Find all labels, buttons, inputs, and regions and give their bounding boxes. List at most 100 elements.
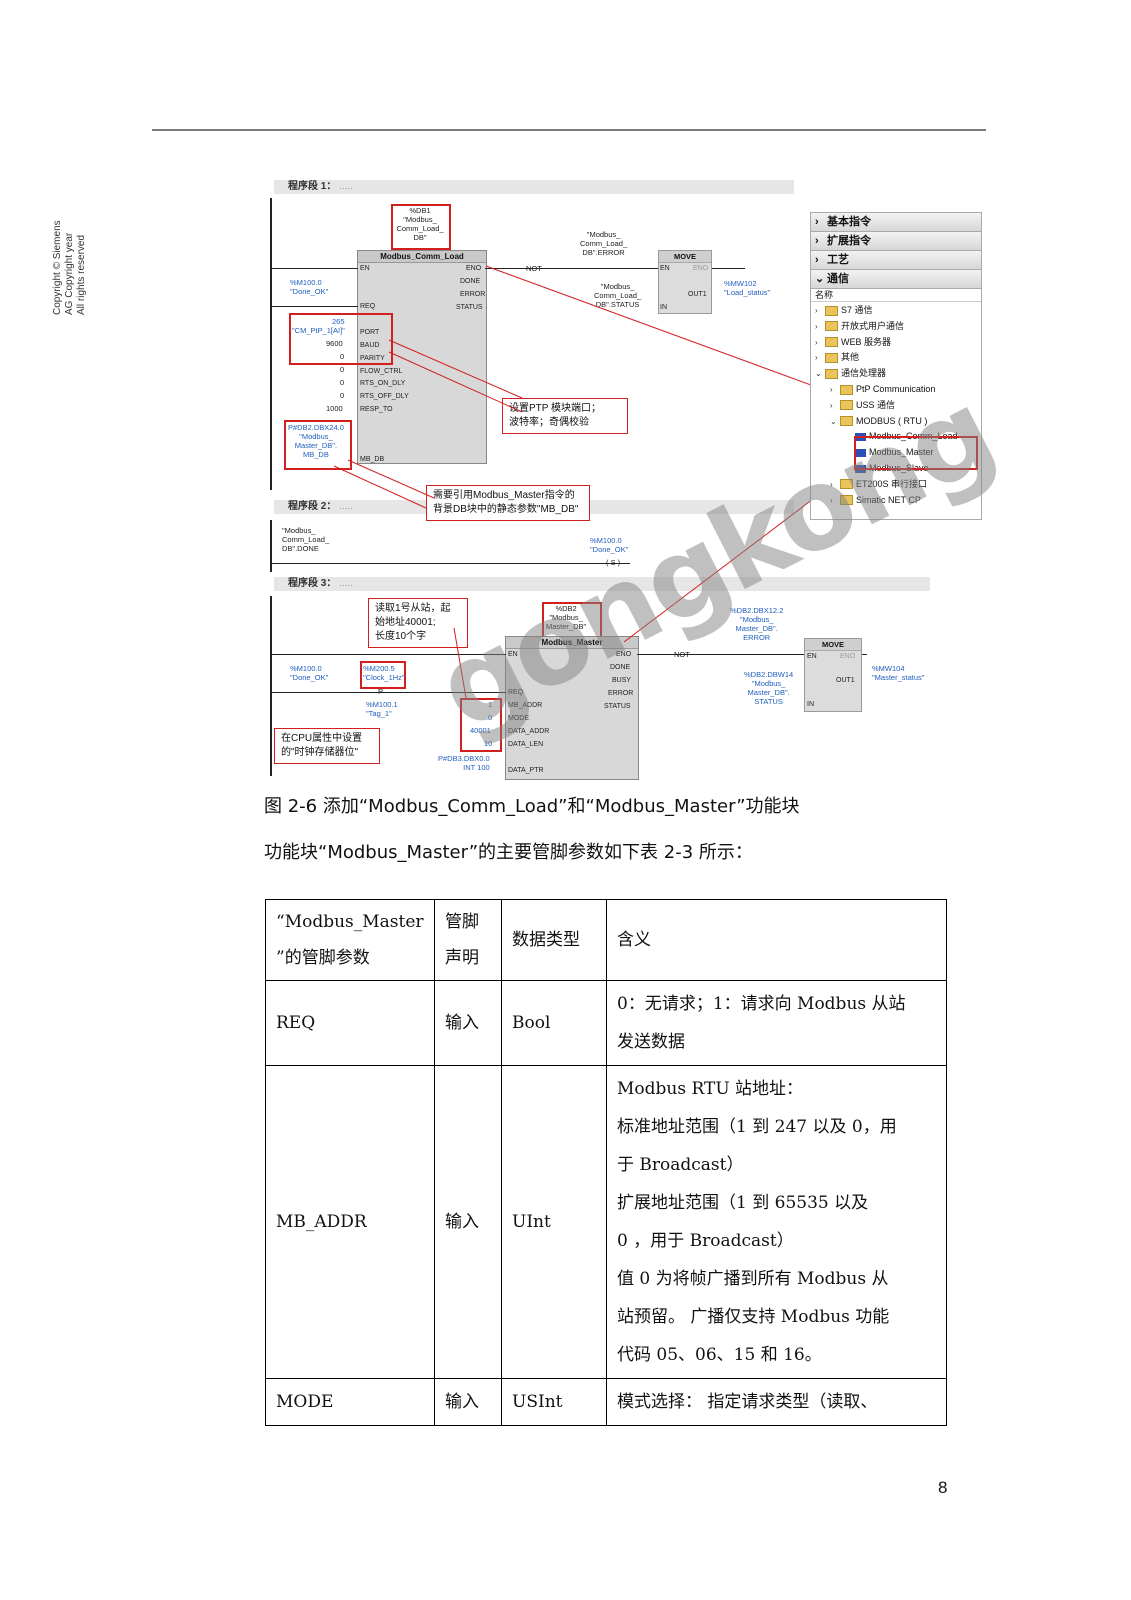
rts-off-value: 0: [340, 391, 345, 400]
chevron-right-icon: ›: [815, 306, 818, 315]
master-pin-mode: MODE: [508, 715, 529, 722]
pin-rts-on-dly: RTS_ON_DLY: [360, 380, 406, 387]
seg2-coil-tag: %M100.0 "Done_OK": [590, 536, 629, 554]
rung-wire: [485, 268, 745, 269]
tree-item-label: PtP Communication: [856, 384, 936, 394]
folder-item[interactable]: ›开放式用户通信: [815, 320, 904, 333]
not-label: NOT: [526, 264, 542, 273]
seg3-done-contact-tag: %M100.0 "Done_OK": [290, 664, 329, 682]
master-pin-eno: ENO: [616, 651, 632, 658]
folder-item[interactable]: ⌄MODBUS ( RTU ): [830, 415, 927, 428]
folder-item[interactable]: ›USS 通信: [830, 399, 895, 412]
folder-item[interactable]: ›WEB 服务器: [815, 336, 891, 349]
folder-item[interactable]: ›Simatic NET CP: [830, 494, 921, 507]
pin-eno: ENO: [466, 265, 482, 272]
header-rule: [152, 129, 986, 131]
move-title: MOVE: [805, 639, 861, 651]
segment-1-label: 程序段 1：: [288, 181, 337, 192]
figure-caption: 图 2-6 添加“Modbus_Comm_Load”和“Modbus_Maste…: [264, 796, 800, 817]
table-cell: UInt: [501, 1065, 607, 1379]
master-pin-data-addr: DATA_ADDR: [508, 728, 550, 735]
folder-item[interactable]: ›S7 通信: [815, 304, 873, 317]
master-pin-done: DONE: [610, 664, 631, 671]
load-db-highlight: [391, 204, 451, 250]
table-cell: 模式选择： 指定请求类型（读取、: [606, 1378, 947, 1426]
master-pin-mb-addr: MB_ADDR: [508, 702, 543, 709]
segment-ellipsis: .....: [339, 501, 354, 512]
copyright-line: All rights reserved: [76, 234, 87, 315]
rung-wire: [270, 654, 506, 655]
block-icon: [855, 448, 866, 457]
master-pin-req: REQ: [508, 689, 524, 696]
folder-icon: [825, 305, 838, 316]
move-pin-eno: ENO: [693, 265, 709, 272]
category-communication[interactable]: ⌄通信: [811, 270, 981, 289]
move-block-1[interactable]: MOVE: [658, 250, 712, 314]
rung-wire: [270, 268, 358, 269]
category-basic[interactable]: ›基本指令: [811, 213, 981, 232]
folder-icon: [840, 384, 853, 395]
instruction-item[interactable]: Modbus_Master: [845, 446, 934, 459]
table-cell: 输入: [434, 1065, 502, 1379]
master-pin-data-ptr: DATA_PTR: [508, 767, 544, 774]
chevron-right-icon: ›: [830, 495, 833, 505]
folder-item[interactable]: ⌄ 通信处理器: [815, 367, 886, 380]
pin-flow-ctrl: FLOW_CTRL: [360, 368, 403, 375]
pin-req: REQ: [360, 303, 376, 310]
p-contact: P: [378, 687, 384, 696]
pin-done: DONE: [460, 278, 481, 285]
tree-item-label: 其他: [841, 352, 860, 363]
pin-resp-to: RESP_TO: [360, 406, 393, 413]
master-status-output: %MW104 "Master_status": [872, 664, 925, 682]
folder-icon: [840, 400, 853, 411]
panel-highlight: [854, 436, 978, 470]
port-params-highlight: [289, 313, 393, 365]
load-status-tag: "Modbus_ Comm_Load_ DB".STATUS: [594, 282, 642, 309]
folder-item[interactable]: ›ET200S 串行接口: [830, 478, 927, 491]
pin-baud: BAUD: [360, 342, 380, 349]
table-cell: 输入: [434, 980, 502, 1066]
table-cell: 输入: [434, 1378, 502, 1426]
pin-en: EN: [360, 265, 370, 272]
pin-port: PORT: [360, 329, 380, 336]
folder-icon: [825, 368, 838, 379]
mbdb-highlight: [284, 420, 352, 470]
chevron-right-icon: ›: [815, 216, 819, 228]
move-pin-en: EN: [807, 653, 817, 660]
chevron-right-icon: ›: [815, 321, 818, 331]
load-status-output: %MW102 "Load_status": [724, 279, 771, 297]
set-coil: ( S ): [606, 558, 621, 567]
load-error-tag: "Modbus_ Comm_Load_ DB".ERROR: [580, 230, 628, 257]
table-cell: Modbus RTU 站地址： 标准地址范围（1 到 247 以及 0，用 于 …: [606, 1065, 947, 1379]
connector-line: [453, 627, 467, 699]
power-rail: [270, 596, 272, 776]
chevron-right-icon: ›: [815, 353, 818, 363]
master-params-highlight: [460, 698, 502, 752]
modbus-comm-load-block[interactable]: Modbus_Comm_Load: [357, 250, 487, 464]
category-extended[interactable]: ›扩展指令: [811, 232, 981, 251]
chevron-down-icon: ⌄: [815, 369, 822, 379]
folder-icon: [825, 337, 838, 348]
move-block-2[interactable]: MOVE: [804, 638, 862, 712]
chevron-down-icon: ⌄: [830, 416, 837, 426]
folder-icon: [840, 416, 853, 427]
modbus-master-block[interactable]: Modbus_Master: [505, 636, 639, 780]
parity-value: 0: [340, 352, 345, 361]
folder-item[interactable]: › PtP Communication: [830, 383, 935, 396]
segment-ellipsis: .....: [339, 578, 354, 589]
move-pin-out: OUT1: [688, 291, 707, 298]
data-len-value: 10: [484, 739, 493, 748]
chevron-right-icon: ›: [830, 385, 833, 394]
header-cell: 管脚 声明: [434, 899, 502, 981]
tree-item-label: 通信处理器: [841, 368, 887, 379]
folder-icon: [840, 495, 853, 506]
category-label: 工艺: [827, 254, 849, 266]
data-addr-value: 40001: [470, 726, 491, 735]
clock-highlight: [360, 661, 406, 689]
folder-item[interactable]: › 其他: [815, 351, 859, 364]
callout-read: 读取1号从站，起 始地址40001; 长度10个字: [368, 598, 468, 648]
tree-item-label: WEB 服务器: [841, 336, 892, 347]
segment-3-bar: 程序段 3： .....: [274, 577, 930, 591]
category-technology[interactable]: ›工艺: [811, 251, 981, 270]
pin-parameter-table: “Modbus_Master ”的管脚参数 管脚 声明 数据类型 含义 REQ …: [265, 899, 947, 1426]
